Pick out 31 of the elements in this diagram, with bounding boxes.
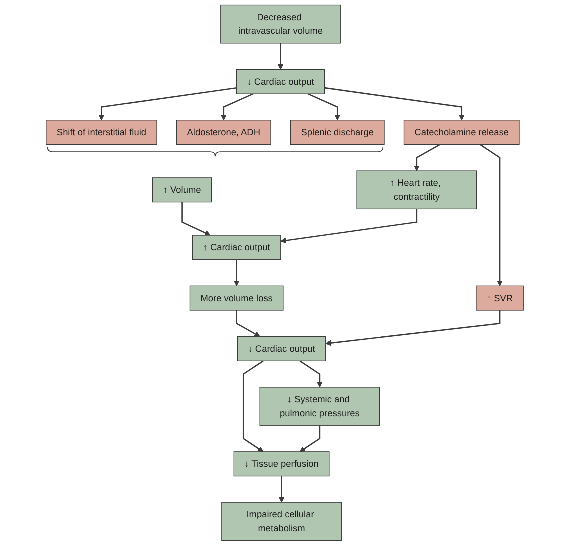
- arrow: [278, 43, 284, 70]
- node-box: Catecholamine release: [404, 120, 520, 146]
- node-box: ↑ Cardiac output: [192, 235, 282, 260]
- node-box: Impaired cellular metabolism: [222, 502, 342, 542]
- arrow: [236, 310, 260, 338]
- arrow: [324, 87, 465, 121]
- node-box: Aldosterone, ADH: [176, 120, 272, 146]
- arrow: [308, 93, 341, 121]
- arrow: [280, 209, 418, 244]
- arrow: [242, 360, 264, 452]
- node-box: ↑ SVR: [476, 286, 524, 311]
- node-box: ↑ Heart rate, contractility: [356, 170, 478, 210]
- arrow: [234, 260, 240, 286]
- node-box: Splenic discharge: [290, 120, 385, 146]
- node-box: ↑ Volume: [152, 178, 212, 203]
- arrow: [278, 476, 285, 503]
- arrow: [221, 93, 254, 121]
- arrow: [326, 310, 501, 346]
- node-box: ↓ Cardiac output: [237, 336, 326, 362]
- arrow: [98, 87, 237, 121]
- arrow: [300, 426, 321, 452]
- arrow: [414, 144, 441, 172]
- arrow: [480, 144, 503, 286]
- node-box: More volume loss: [190, 286, 284, 311]
- node-box: ↓ Cardiac output: [236, 69, 326, 94]
- arrow: [182, 202, 211, 236]
- node-box: ↓ Systemic and pulmonic pressures: [260, 387, 380, 426]
- arrow: [300, 360, 323, 388]
- node-box: Decreased intravascular volume: [220, 4, 341, 44]
- node-box: Shift of interstitial fluid: [46, 120, 158, 146]
- node-box: ↓ Tissue perfusion: [234, 452, 330, 477]
